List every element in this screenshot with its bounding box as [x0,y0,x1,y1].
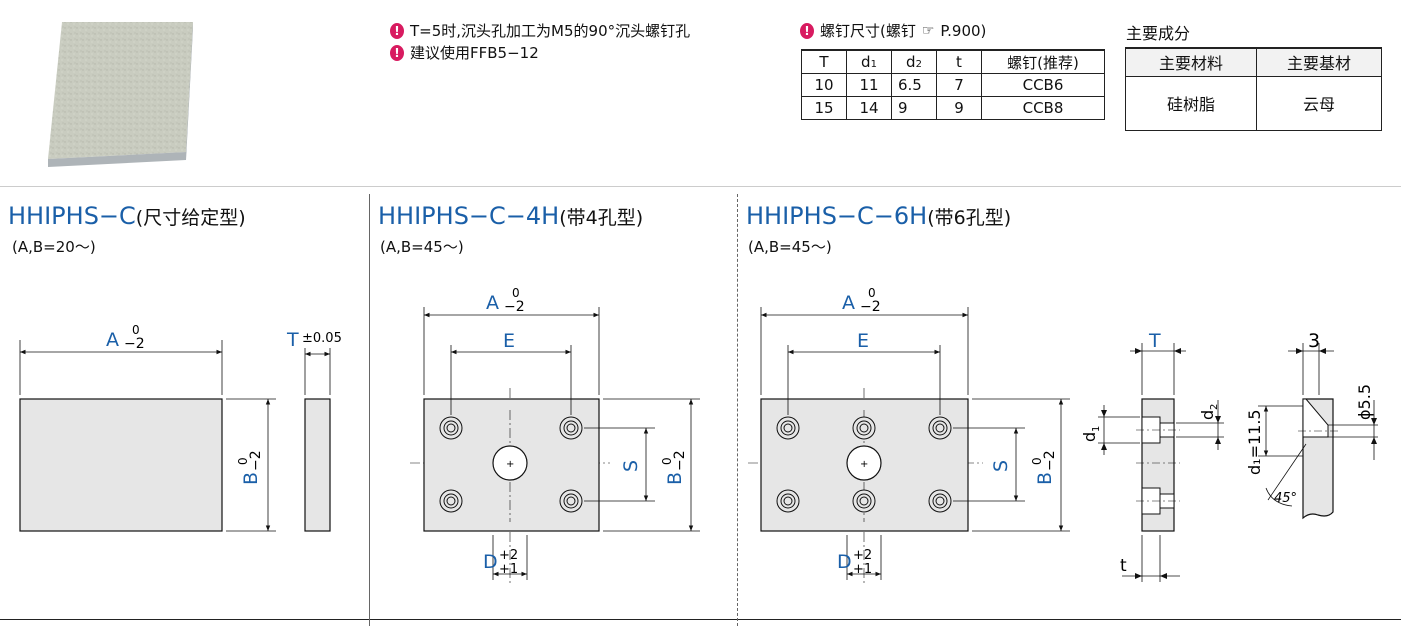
center-hole [492,445,528,481]
drawing-c: A 0 −2 B 0 −2 T ±0.05 [19,323,342,532]
dim-s-label: S [620,460,642,472]
svg-text:1: 1 [1091,426,1102,432]
dim-t-label: T [286,329,299,351]
tol-minus2: −2 [124,336,145,352]
tol-plus2: +2 [499,548,518,563]
product-photo [48,22,193,167]
page-bottom-rule [0,619,1401,620]
dim-b-label: B [664,472,686,485]
tol-zero: 0 [512,286,520,300]
tol-zero: 0 [236,457,250,465]
tol-minus2: −2 [1042,450,1058,471]
section-range-4h: (A,B=45～) [380,238,464,256]
tol-minus2: −2 [860,299,881,315]
dim-3-label: 3 [1308,330,1320,352]
tol-plus1: +1 [853,562,872,577]
plate-side-view [304,398,331,532]
dim-d1-label: d [1080,432,1099,442]
dim-d-label: D [483,551,498,573]
table-header: 主要基材 [1256,47,1382,77]
tol-pm: ±0.05 [302,331,342,346]
svg-text:+: + [506,459,514,470]
table-header: 主要材料 [1125,47,1257,77]
tol-zero: 0 [132,323,140,337]
tol-zero: 0 [868,286,876,300]
center-hole [846,445,882,481]
screw-size-table: T d1 d2 t 螺钉(推荐) 10 11 6.5 7 CCB6 15 14 … [801,49,1105,120]
section-divider-2 [737,194,738,626]
materials-caption: 主要成分 [1126,24,1191,43]
screw-table-caption: ! 螺钉尺寸(螺钉 ☞ P.900) [800,20,986,41]
note-text: T=5时,沉头孔加工为M5的90°沉头螺钉孔 [410,22,691,40]
table-header: d2 [891,49,937,74]
dim-e-label: E [503,330,515,352]
tol-plus1: +1 [499,562,518,577]
drawing-4h: + A 0 −2 E S B 0 −2 D +2 +1 [410,286,700,585]
table-header: t [936,49,982,74]
materials-table: 主要材料 主要基材 硅树脂 云母 [1125,47,1382,131]
section-title-4h: HHIPHS−C−4H(带4孔型) [378,202,644,230]
warning-icon: ! [390,22,404,39]
dim-t-label: T [1148,330,1161,352]
mount-hole [776,416,952,513]
section-title-6h: HHIPHS−C−6H(带6孔型) [746,202,1012,230]
section-title-c: HHIPHS−C(尺寸给定型) [8,202,246,230]
countersink-detail [1298,398,1378,520]
dim-d2-label: d [1198,410,1217,420]
warning-icon: ! [800,22,814,39]
dim-small-t-label: t [1120,556,1127,576]
table-header: d1 [846,49,892,74]
dim-b-label: B [1034,472,1056,485]
tol-zero: 0 [1030,457,1044,465]
tol-plus2: +2 [853,548,872,563]
plate-front-view [19,398,223,532]
dim-a-label: A [486,292,499,314]
tol-zero: 0 [660,457,674,465]
drawing-6h: + A 0 −2 E S B 0 −2 D +2 +1 [748,286,1378,585]
table-row: 15 14 9 9 CCB8 [801,96,1105,120]
section-divider-1 [369,194,370,626]
table-row: 硅树脂 云母 [1125,75,1382,131]
note-text: 建议使用FFB5−12 [410,44,539,62]
angle-label: 45° [1274,491,1297,506]
note-countersink: ! T=5时,沉头孔加工为M5的90°沉头螺钉孔 [390,20,690,41]
dim-a-label: A [842,292,855,314]
table-header: 螺钉(推荐) [981,49,1105,74]
mount-hole [439,416,583,513]
table-row: 10 11 6.5 7 CCB6 [801,73,1105,97]
svg-text:+: + [860,459,868,470]
dim-d-label: D [837,551,852,573]
dim-e-label: E [857,330,869,352]
pointing-hand-icon: ☞ [921,22,935,39]
dim-phi-label: ϕ5.5 [1355,384,1374,420]
dim-b-label: B [240,472,262,485]
section-range-c: (A,B=20～) [12,238,96,256]
dim-d1eq-label: d₁=11.5 [1245,409,1264,475]
note-recommend: ! 建议使用FFB5−12 [390,42,539,63]
warning-icon: ! [390,44,404,61]
svg-text:2: 2 [1209,404,1220,410]
tol-minus2: −2 [248,450,264,471]
tol-minus2: −2 [672,450,688,471]
section-divider [0,186,1401,187]
section-range-6h: (A,B=45～) [748,238,832,256]
dim-a-label: A [106,329,119,351]
tol-minus2: −2 [504,299,525,315]
dim-s-label: S [990,460,1012,472]
table-header: T [801,49,847,74]
side-section-view [1136,398,1180,532]
